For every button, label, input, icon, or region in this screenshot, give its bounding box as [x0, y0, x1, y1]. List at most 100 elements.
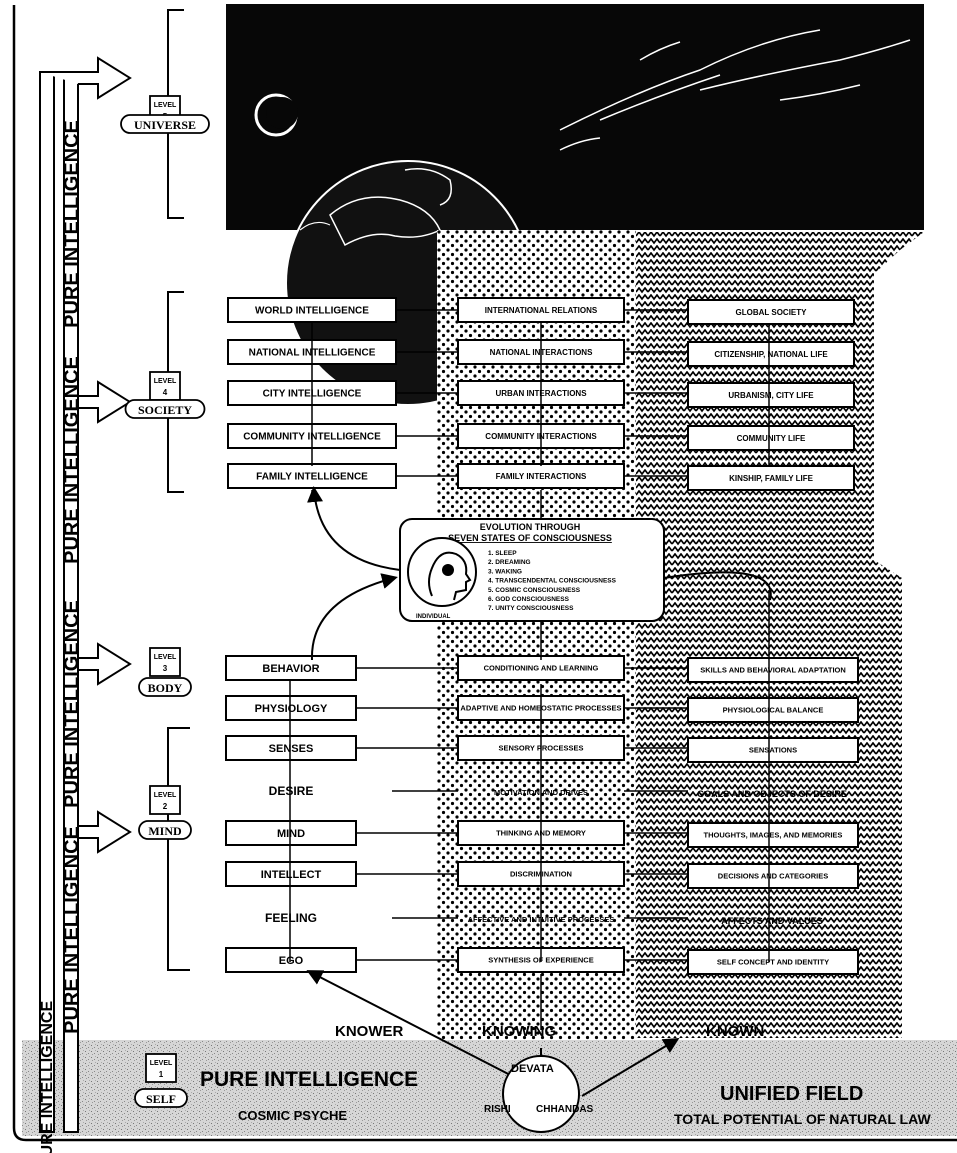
mind-known-text: GOALS AND OBJECTS OF DESIRE	[697, 789, 847, 799]
state-item: 1. SLEEP	[488, 550, 517, 557]
level-word: LEVEL	[150, 1060, 173, 1067]
mind-knower-box-label: SENSES	[269, 743, 314, 755]
state-item: 5. COSMIC CONSCIOUSNESS	[488, 587, 581, 594]
mind-knower-box-label: PHYSIOLOGY	[255, 703, 328, 715]
mind-known-box-label: DECISIONS AND CATEGORIES	[718, 872, 828, 881]
evolution-caption: INDIVIDUAL	[416, 614, 451, 620]
knowing-label: KNOWING	[482, 1023, 556, 1040]
vertical-label-1: PURE INTELLIGENCE	[61, 120, 83, 328]
society-known-box-label: KINSHIP, FAMILY LIFE	[729, 474, 814, 483]
society-known-box: COMMUNITY LIFE	[688, 426, 854, 450]
society-knower-box-label: FAMILY INTELLIGENCE	[256, 472, 368, 483]
level-word: LEVEL	[154, 654, 177, 661]
vertical-label-5: PURE INTELLIGENCE	[39, 1001, 56, 1153]
mind-known-box-label: THOUGHTS, IMAGES, AND MEMORIES	[704, 831, 843, 840]
level-name: SELF	[146, 1092, 176, 1106]
state-item: 2. DREAMING	[488, 559, 531, 566]
mind-known-box: THOUGHTS, IMAGES, AND MEMORIES	[688, 823, 858, 847]
level-name: MIND	[148, 824, 182, 838]
level-badge-universe: LEVEL5UNIVERSE	[121, 96, 209, 133]
vertical-label-4: PURE INTELLIGENCE	[61, 826, 83, 1034]
state-item: 6. GOD CONSCIOUSNESS	[488, 596, 570, 603]
society-knower-box-label: WORLD INTELLIGENCE	[255, 306, 369, 317]
society-knower-box: WORLD INTELLIGENCE	[228, 298, 396, 322]
mind-knowing-box-label: CONDITIONING AND LEARNING	[484, 664, 599, 673]
rishi-label: RISHI	[484, 1104, 511, 1115]
mind-known-box: SELF CONCEPT AND IDENTITY	[688, 950, 858, 974]
mind-known-box-label: SENSATIONS	[749, 746, 797, 755]
level-badge-body: LEVEL 3BODY	[139, 648, 191, 696]
flower-icon	[442, 564, 454, 576]
mind-knower-box: BEHAVIOR	[226, 656, 356, 680]
mind-knower-box-label: INTELLECT	[261, 869, 322, 881]
society-known-box-label: CITIZENSHIP, NATIONAL LIFE	[714, 350, 828, 359]
known-label: KNOWN	[706, 1023, 764, 1040]
level-name: SOCIETY	[138, 403, 192, 417]
level-badges: LEVEL5UNIVERSELEVEL4SOCIETYLEVEL3BODYLEV…	[121, 96, 209, 1107]
mind-known-box: PHYSIOLOGICAL BALANCE	[688, 698, 858, 722]
mind-known-box-label: SKILLS AND BEHAVIORAL ADAPTATION	[700, 666, 846, 675]
society-known-box: URBANISM, CITY LIFE	[688, 383, 854, 407]
society-known-box: KINSHIP, FAMILY LIFE	[688, 466, 854, 490]
level-word: LEVEL	[154, 102, 177, 109]
mind-known-box: SENSATIONS	[688, 738, 858, 762]
evolution-title-2: SEVEN STATES OF CONSCIOUSNESS	[448, 533, 612, 543]
society-known-box-label: COMMUNITY LIFE	[737, 434, 806, 443]
branch-arrows	[78, 382, 130, 852]
society-known-box-label: GLOBAL SOCIETY	[736, 308, 808, 317]
mind-knower-box: PHYSIOLOGY	[226, 696, 356, 720]
level-name: UNIVERSE	[134, 118, 196, 132]
cosmic-psyche-label: COSMIC PSYCHE	[238, 1108, 347, 1123]
evolution-title-1: EVOLUTION THROUGH	[480, 522, 581, 532]
mind-knower-box: MIND	[226, 821, 356, 845]
mind-row: SENSESSENSORY PROCESSESSENSATIONS	[226, 736, 858, 762]
chhandas-label: CHHANDAS	[536, 1104, 594, 1115]
mind-knower-box-label: EGO	[279, 955, 304, 967]
mind-known-box: SKILLS AND BEHAVIORAL ADAPTATION	[688, 658, 858, 682]
society-row: WORLD INTELLIGENCE INTERNATIONAL RELATION…	[228, 298, 854, 324]
society-known-box-label: URBANISM, CITY LIFE	[728, 391, 814, 400]
level-word: LEVEL	[154, 378, 177, 385]
base-pure-intelligence: PURE INTELLIGENCE	[200, 1068, 418, 1091]
society-knowing-box: FAMILY INTERACTIONS	[458, 464, 624, 488]
state-item: 7. UNITY CONSCIOUSNESS	[488, 605, 574, 612]
society-row: FAMILY INTELLIGENCE FAMILY INTERACTIONS KI…	[228, 464, 854, 490]
mind-known-text: AFFECTS AND VALUES	[721, 916, 823, 926]
level-number: 3	[163, 664, 168, 673]
state-item: 4. TRANSCENDENTAL CONSCIOUSNESS	[488, 578, 617, 585]
mind-knower-text: FEELING	[265, 911, 317, 925]
mind-known-box-label: SELF CONCEPT AND IDENTITY	[717, 958, 829, 967]
level-word: LEVEL	[154, 792, 177, 799]
society-knowing-box-label: INTERNATIONAL RELATIONS	[485, 306, 598, 315]
society-knowing-box-label: FAMILY INTERACTIONS	[496, 472, 587, 481]
society-knowing-box: INTERNATIONAL RELATIONS	[458, 298, 624, 322]
society-knower-box: FAMILY INTELLIGENCE	[228, 464, 396, 488]
level-number: 2	[163, 802, 168, 811]
society-known-box: GLOBAL SOCIETY	[688, 300, 854, 324]
level-number: 1	[159, 1070, 164, 1079]
level-number: 4	[163, 388, 168, 397]
mind-knower-box-label: MIND	[277, 828, 305, 840]
mind-row: BEHAVIOR CONDITIONING AND LEARNING SKILLS …	[226, 656, 858, 682]
knower-label: KNOWER	[335, 1023, 403, 1040]
vertical-label-3: PURE INTELLIGENCE	[61, 600, 83, 808]
evolution-box: EVOLUTION THROUGH SEVEN STATES OF CONSCI…	[400, 519, 664, 621]
level-name: BODY	[148, 681, 183, 695]
society-known-box: CITIZENSHIP, NATIONAL LIFE	[688, 342, 854, 366]
mind-knower-text: DESIRE	[269, 784, 314, 798]
mind-known-box: DECISIONS AND CATEGORIES	[688, 864, 858, 888]
mind-knower-box-label: BEHAVIOR	[262, 663, 319, 675]
unified-field-label: UNIFIED FIELD	[720, 1083, 863, 1105]
mind-row: INTELLECTDISCRIMINATIONDECISIONS AND CAT…	[226, 862, 858, 888]
vertical-label-2: PURE INTELLIGENCE	[61, 356, 83, 564]
mind-knower-box: INTELLECT	[226, 862, 356, 886]
natural-law-label: TOTAL POTENTIAL OF NATURAL LAW	[674, 1111, 931, 1127]
devata-label: DEVATA	[511, 1063, 554, 1075]
mind-known-box-label: PHYSIOLOGICAL BALANCE	[723, 706, 824, 715]
